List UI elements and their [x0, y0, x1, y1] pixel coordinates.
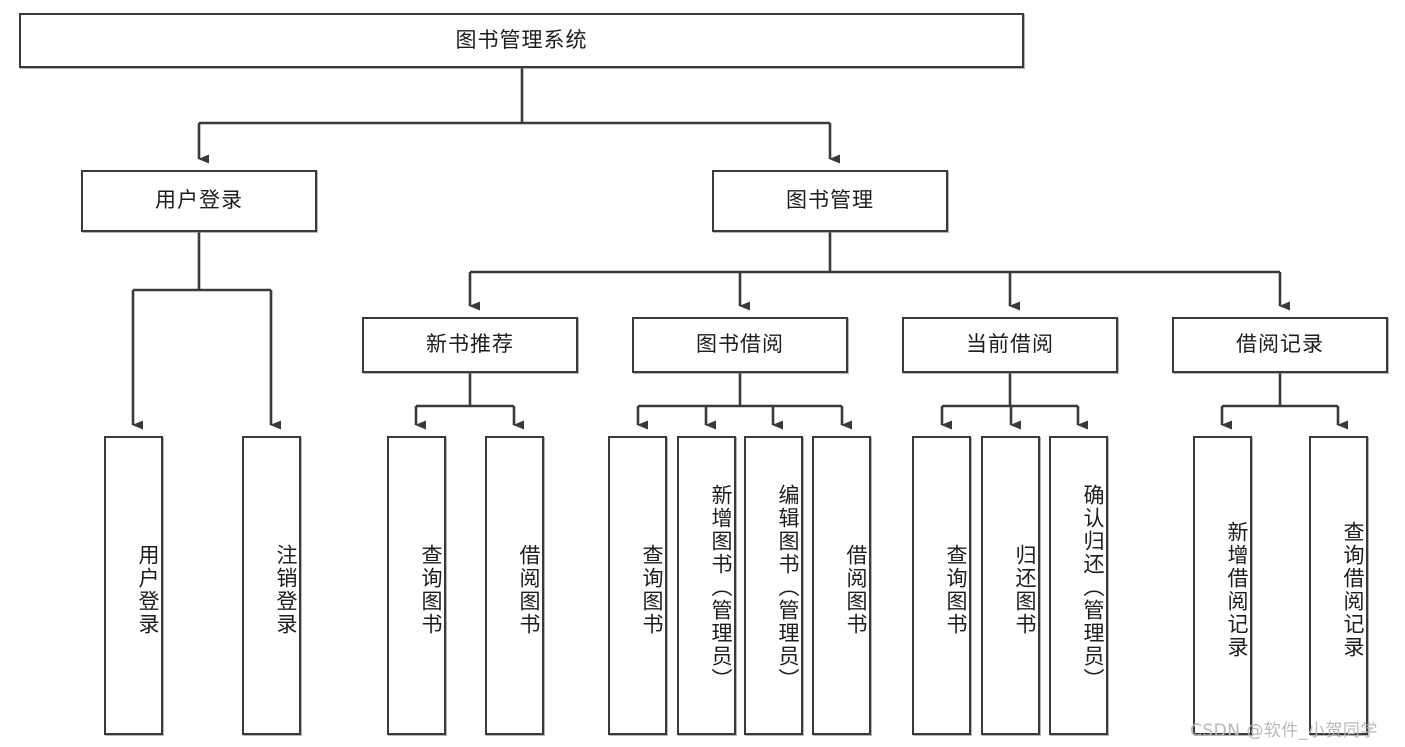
node-label: 图书借阅	[696, 332, 784, 357]
leaf-user-login-signin[interactable]: 用户登录	[104, 436, 163, 735]
node-label: 借阅记录	[1236, 332, 1324, 357]
node-book-management[interactable]: 图书管理	[712, 170, 948, 232]
node-user-login[interactable]: 用户登录	[81, 170, 317, 232]
leaf-record-query-record[interactable]: 查询借阅记录	[1309, 436, 1368, 735]
node-label: 注销登录	[274, 543, 298, 636]
node-label: 查询图书	[419, 543, 443, 636]
leaf-borrow-borrow-book[interactable]: 借阅图书	[812, 436, 871, 735]
node-label: 归还图书	[1013, 543, 1037, 636]
node-label: 新增图书（管理员）	[709, 484, 733, 691]
node-label: 当前借阅	[966, 332, 1054, 357]
node-label: 查询借阅记录	[1341, 520, 1365, 659]
node-label: 确认归还（管理员）	[1081, 484, 1105, 691]
node-label: 用户登录	[136, 543, 160, 636]
node-label: 借阅图书	[517, 543, 541, 636]
leaf-borrow-edit-book-admin[interactable]: 编辑图书（管理员）	[744, 436, 803, 735]
node-label: 新书推荐	[426, 332, 514, 357]
node-new-book-recommend[interactable]: 新书推荐	[362, 317, 578, 373]
leaf-current-query-book[interactable]: 查询图书	[912, 436, 971, 735]
leaf-borrow-add-book-admin[interactable]: 新增图书（管理员）	[677, 436, 736, 735]
leaf-recommend-query-book[interactable]: 查询图书	[387, 436, 446, 735]
csdn-watermark: CSDN @软件_小贺同学	[1190, 721, 1378, 741]
leaf-current-confirm-return-admin[interactable]: 确认归还（管理员）	[1049, 436, 1108, 735]
node-label: 图书管理	[786, 188, 874, 213]
node-label: 编辑图书（管理员）	[776, 484, 800, 691]
node-label: 查询图书	[944, 543, 968, 636]
node-label: 新增借阅记录	[1225, 520, 1249, 659]
node-root-system[interactable]: 图书管理系统	[19, 13, 1024, 68]
node-current-borrow[interactable]: 当前借阅	[902, 317, 1118, 373]
leaf-borrow-query-book[interactable]: 查询图书	[608, 436, 667, 735]
node-label: 用户登录	[155, 188, 243, 213]
leaf-current-return-book[interactable]: 归还图书	[981, 436, 1040, 735]
leaf-record-add-record[interactable]: 新增借阅记录	[1193, 436, 1252, 735]
node-borrow-record[interactable]: 借阅记录	[1172, 317, 1388, 373]
node-label: 查询图书	[640, 543, 664, 636]
node-label: 图书管理系统	[455, 27, 588, 52]
leaf-recommend-borrow-book[interactable]: 借阅图书	[485, 436, 544, 735]
node-book-borrow[interactable]: 图书借阅	[632, 317, 848, 373]
leaf-user-login-signout[interactable]: 注销登录	[242, 436, 301, 735]
node-label: 借阅图书	[844, 543, 868, 636]
